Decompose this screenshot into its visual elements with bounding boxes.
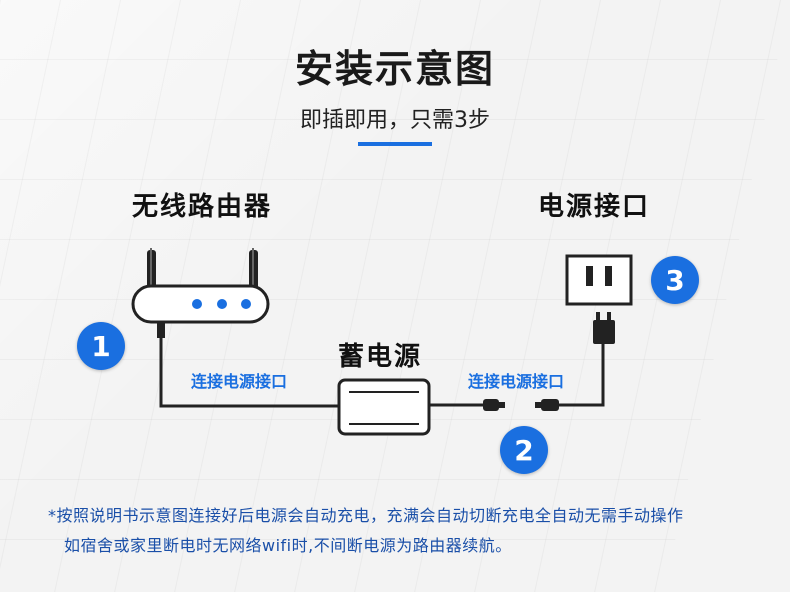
outlet-label: 电源接口 [538,192,651,222]
step-badge-1: 1 [77,322,125,370]
power-plug-icon [593,312,615,344]
page-title: 安装示意图 [294,47,495,91]
link-label-right: 连接电源接口 [468,372,565,391]
link-label-left: 连接电源接口 [191,372,288,391]
footer-note-line2: 如宿舍或家里断电时无网络wifi时,不间断电源为路由器续航。 [64,536,512,555]
battery-label: 蓄电源 [338,342,423,372]
title-underline [358,142,432,146]
battery-icon [337,378,431,436]
footer-note-line1: *按照说明书示意图连接好后电源会自动充电，充满会自动切断充电全自动无需手动操作 [48,506,684,525]
wall-outlet-icon [565,254,633,306]
step-badge-3: 3 [651,256,699,304]
page-subtitle: 即插即用，只需3步 [300,108,490,133]
router-icon [131,248,270,338]
router-label: 无线路由器 [132,192,273,222]
step-badge-2: 2 [500,426,548,474]
